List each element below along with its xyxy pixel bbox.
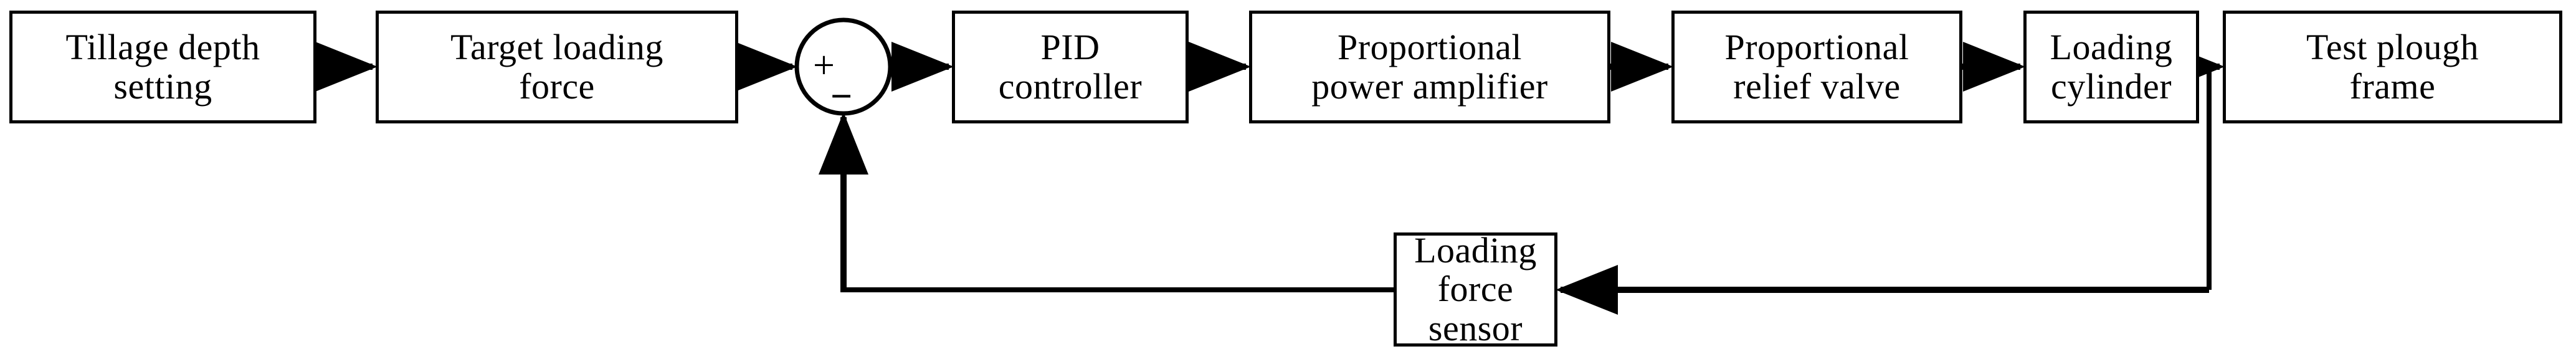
block-label-target-loading-force: Target loading force bbox=[450, 26, 663, 107]
summing-junction-plus-sign: + bbox=[813, 44, 835, 87]
block-proportional-relief-valve[interactable]: Proportional relief valve bbox=[1671, 11, 1962, 123]
block-pid-controller[interactable]: PID controller bbox=[952, 11, 1189, 123]
block-label-pid-controller: PID controller bbox=[998, 26, 1143, 107]
block-tillage-depth-setting[interactable]: Tillage depth setting bbox=[9, 11, 316, 123]
block-label-loading-force-sensor: Loading force sensor bbox=[1414, 229, 1537, 348]
block-label-loading-cylinder: Loading cylinder bbox=[2050, 26, 2173, 107]
block-loading-force-sensor[interactable]: Loading force sensor bbox=[1394, 229, 1557, 348]
summing-junction-minus-sign: − bbox=[830, 75, 853, 118]
block-label-test-plough-frame: Test plough frame bbox=[2306, 26, 2479, 107]
block-label-proportional-relief-valve: Proportional relief valve bbox=[1724, 26, 1909, 107]
block-label-tillage-depth-setting: Tillage depth setting bbox=[65, 26, 260, 107]
block-proportional-power-amplifier[interactable]: Proportional power amplifier bbox=[1249, 11, 1610, 123]
block-test-plough-frame[interactable]: Test plough frame bbox=[2223, 11, 2562, 123]
block-label-proportional-power-amplifier: Proportional power amplifier bbox=[1311, 26, 1548, 107]
summing-junction-circle bbox=[794, 17, 893, 116]
block-target-loading-force[interactable]: Target loading force bbox=[376, 11, 738, 123]
block-loading-cylinder[interactable]: Loading cylinder bbox=[2023, 11, 2199, 123]
